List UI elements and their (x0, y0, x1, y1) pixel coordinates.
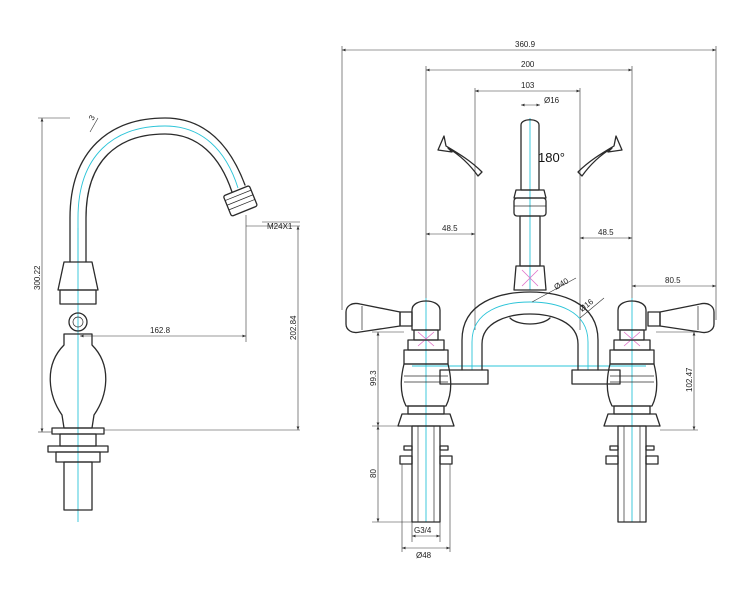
left-valve (345, 300, 455, 523)
dim-left-offset-label: 48.5 (442, 224, 458, 233)
rotation-label: 180° (538, 150, 565, 165)
dim-shank-length-label: 80 (369, 469, 378, 478)
spout-joint (57, 261, 99, 291)
spout-centre (77, 125, 239, 262)
right-valve-head (617, 300, 647, 331)
left-lever-handle (345, 302, 401, 334)
front-spout-tube (520, 119, 540, 191)
dim-centre-width-label: 103 (521, 81, 535, 90)
left-bridge-pipe (439, 369, 489, 385)
dim-spout-reach-label: 162.8 (150, 326, 171, 335)
swivel-ring (68, 312, 88, 332)
side-shank (63, 461, 93, 511)
side-view: 300.22 162.8 202.84 M24X1 3 (33, 113, 300, 522)
right-lever-handle (659, 302, 715, 334)
dim-right-offset-label: 48.5 (598, 228, 614, 237)
dim-spout-height-label: 202.84 (289, 315, 298, 340)
front-spout-joint (513, 265, 547, 291)
dim-spout-tube-label: 3 (87, 113, 97, 122)
rotate-right-arrow (577, 135, 623, 177)
dim-outlet-thread-label: M24X1 (267, 222, 293, 231)
dim-outer-width-label: 200 (521, 60, 535, 69)
dim-side-height-label: 300.22 (33, 265, 42, 290)
left-valve-head (411, 300, 441, 331)
dim-left-height-label: 99.3 (369, 370, 378, 386)
bridge-inner (481, 313, 579, 371)
dim-thread-label: G3/4 (414, 526, 432, 535)
dim-spout-dia-label: Ø16 (544, 96, 560, 105)
bridge-outer (461, 291, 599, 371)
spout-inner (85, 133, 233, 263)
right-bridge-pipe (571, 369, 621, 385)
left-valve-body (400, 363, 452, 407)
spout-outlet (223, 185, 258, 217)
front-view: 360.9 200 103 Ø16 180° (341, 40, 717, 560)
dim-right-height-label: 102.47 (685, 367, 694, 392)
dim-bridge-dia-label: Ø40 (553, 276, 571, 292)
dim-total-width-label: 360.9 (515, 40, 536, 49)
spout-collar (59, 289, 97, 305)
dim-handle-reach-label: 80.5 (665, 276, 681, 285)
rotate-left-arrow (437, 135, 483, 177)
right-valve-body (606, 363, 658, 407)
spout-outer (69, 117, 246, 263)
dim-base-dia-label: Ø48 (416, 551, 432, 560)
right-valve (603, 300, 715, 523)
